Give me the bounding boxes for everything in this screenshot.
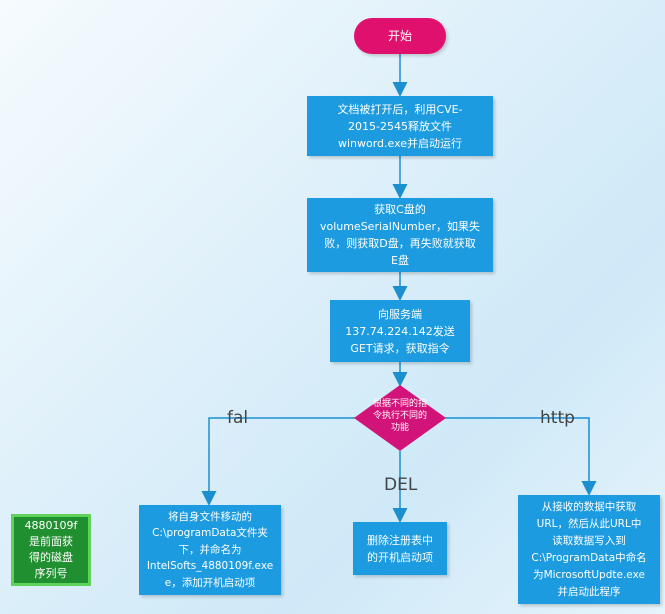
edge-label-http: http — [540, 408, 575, 428]
edge-label-fal: fal — [227, 408, 249, 428]
step-release-winword: 文档被打开后，利用CVE- 2015-2545释放文件 winword.exe并… — [307, 96, 493, 156]
step-get-volume-serial: 获取C盘的 volumeSerialNumber，如果失 败，则获取D盘，再失败… — [307, 198, 493, 272]
decision-diamond — [354, 385, 446, 451]
branch-del-node: 删除注册表中 的开机启动项 — [353, 522, 447, 575]
step-send-get-request: 向服务端 137.74.224.142发送 GET请求，获取指令 — [330, 300, 470, 362]
edge-decision-fal — [201, 417, 356, 506]
disk-serial-note: 4880109f 是前面获 得的磁盘 序列号 — [11, 514, 91, 586]
edge-label-del: DEL — [384, 475, 418, 495]
edge-decision-http — [444, 417, 597, 496]
branch-http-node: 从接收的数据中获取 URL，然后从此URL中 读取数据写入到 C:\Progra… — [518, 495, 660, 604]
start-node: 开始 — [354, 18, 446, 54]
decision-label: 根据不同的指 令执行不同的 功能 — [372, 399, 427, 433]
branch-fal-node: 将自身文件移动的 C:\programData文件夹 下，并命名为 IntelS… — [139, 505, 281, 595]
